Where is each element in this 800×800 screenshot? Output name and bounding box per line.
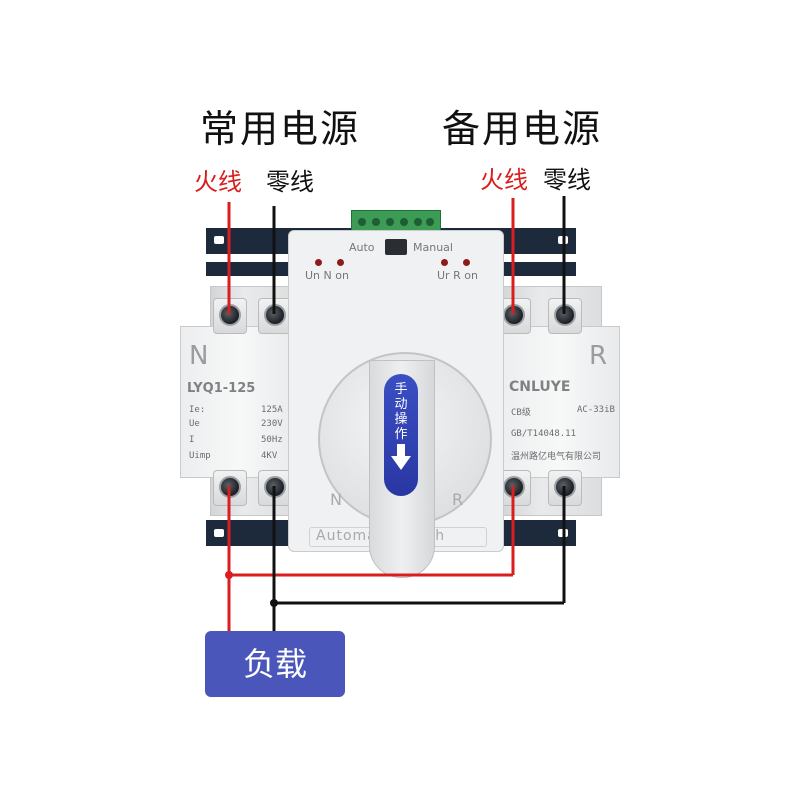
control-screw	[400, 218, 408, 226]
ur-led	[441, 259, 448, 266]
handle-char: 作	[394, 427, 408, 442]
dial-left-mark: N	[330, 490, 342, 509]
manual-label: Manual	[413, 241, 453, 254]
backup-source-heading: 备用电源	[442, 107, 603, 151]
spec-value: 4KV	[261, 451, 278, 461]
primary-source-heading: 常用电源	[200, 107, 361, 151]
rail-hole	[214, 529, 224, 537]
manual-operation-strip: 手 动 操 作	[384, 374, 418, 496]
primary-neutral-label: 零线	[266, 168, 314, 196]
neutral-junction	[270, 599, 278, 607]
handle-char: 动	[394, 397, 408, 412]
handle-char: 手	[394, 382, 408, 397]
spec-key: Ie:	[189, 405, 206, 415]
right-led-labels: Ur R on	[437, 269, 478, 282]
n-on-led	[337, 259, 344, 266]
left-led-labels: Un N on	[305, 269, 349, 282]
control-screw	[426, 218, 434, 226]
load-box: 负载	[205, 631, 345, 697]
spec-key: Uimp	[189, 451, 211, 461]
spec-value: 230V	[261, 419, 283, 429]
un-led	[315, 259, 322, 266]
spec-class: CB级	[511, 408, 531, 418]
spec-key: Ue	[189, 419, 200, 429]
control-screw	[414, 218, 422, 226]
rail-hole	[214, 236, 224, 244]
r-on-led	[463, 259, 470, 266]
brand-label: CNLUYE	[509, 379, 571, 395]
right-source-letter: R	[589, 341, 608, 371]
spec-code: AC-33iB	[577, 405, 615, 415]
down-arrow-icon	[391, 444, 411, 470]
spec-value: 125A	[261, 405, 283, 415]
auto-label: Auto	[349, 241, 375, 254]
control-screw	[372, 218, 380, 226]
dial-right-mark: R	[452, 490, 464, 509]
handle-char: 操	[394, 412, 408, 427]
left-model-label: LYQ1-125	[187, 381, 256, 396]
primary-live-label: 火线	[194, 168, 242, 196]
live-junction	[225, 571, 233, 579]
control-screw	[386, 218, 394, 226]
left-source-letter: N	[189, 341, 209, 371]
backup-live-label: 火线	[480, 166, 528, 194]
auto-manual-switch[interactable]	[385, 239, 407, 255]
control-screw	[358, 218, 366, 226]
manufacturer-label: 温州路亿电气有限公司	[511, 452, 602, 462]
spec-key: I	[189, 435, 195, 445]
right-label-panel: R CNLUYE CB级 AC-33iB GB/T14048.11 温州路亿电气…	[500, 326, 620, 478]
backup-neutral-label: 零线	[543, 166, 591, 194]
spec-value: 50Hz	[261, 435, 283, 445]
standard-label: GB/T14048.11	[511, 429, 577, 439]
